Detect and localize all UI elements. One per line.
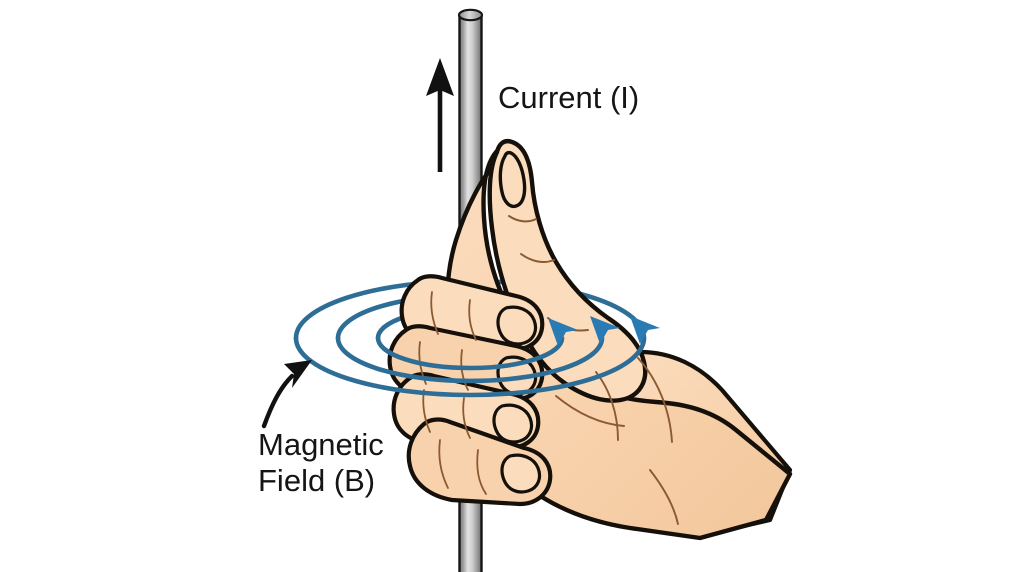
fingernail-index (496, 305, 538, 346)
magnetic-field-direction-arrowheads (548, 316, 660, 346)
magnetic-field-lines-front (293, 335, 647, 398)
wire-top-cap (457, 8, 484, 22)
magnetic-field-label-line2: Field (B) (258, 463, 375, 498)
fingernail-ring (492, 403, 534, 444)
field-arrowhead-inner (548, 318, 578, 346)
field-arrowhead-outer (630, 316, 660, 344)
field-arrowhead-middle (590, 316, 620, 344)
current-arrowhead (426, 58, 454, 96)
current-direction-arrow (426, 58, 454, 172)
pointer-arrowhead (284, 360, 312, 388)
fingernail-little (500, 453, 542, 494)
right-hand (387, 138, 793, 541)
magnetic-field-pointer-arrow (261, 360, 312, 429)
thumbnail (498, 150, 527, 209)
current-label: Current (I) (498, 80, 639, 115)
magnetic-field-label-line1: Magnetic (258, 427, 384, 462)
